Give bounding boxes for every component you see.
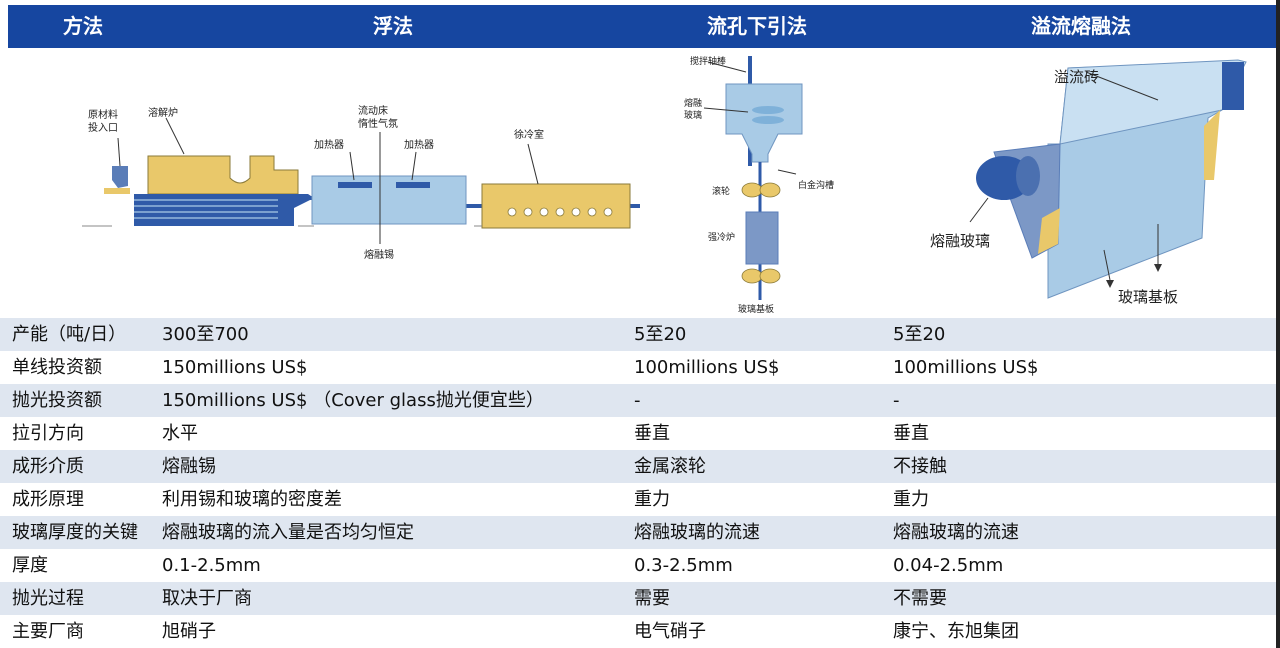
row-label: 拉引方向	[12, 423, 84, 444]
fusion-value: 0.04-2.5mm	[893, 555, 1004, 576]
row-label: 单线投资额	[12, 357, 102, 378]
fusion-value: 5至20	[893, 324, 946, 345]
cooling-label: 强冷炉	[708, 231, 735, 243]
table-row: 主要厂商 旭硝子 电气硝子 康宁、东旭集团	[0, 615, 1280, 648]
flow-bed-label-1: 流动床	[358, 104, 388, 117]
float-bath	[311, 175, 467, 225]
cooling-furnace	[745, 211, 779, 265]
melting-furnace	[147, 155, 299, 195]
roller-right	[759, 182, 781, 198]
downdraw-value: 电气硝子	[634, 621, 706, 642]
downdraw-value: -	[634, 390, 641, 411]
float-value: 水平	[162, 423, 198, 444]
table-row: 抛光过程 取决于厂商 需要 不需要	[0, 582, 1280, 615]
fusion-molten-glass-label: 熔融玻璃	[930, 232, 990, 250]
row-label: 成形介质	[12, 456, 84, 477]
table-row: 成形介质 熔融锡 金属滚轮 不接触	[0, 450, 1280, 483]
float-value: 150millions US$ （Cover glass抛光便宜些）	[162, 390, 544, 411]
float-value: 熔融玻璃的流入量是否均匀恒定	[162, 522, 414, 543]
downdraw-value: 重力	[634, 489, 670, 510]
annealing-label: 徐冷室	[514, 128, 544, 141]
float-value: 150millions US$	[162, 357, 308, 378]
row-label: 厚度	[12, 555, 48, 576]
brick-end	[1222, 62, 1244, 110]
table-row: 产能（吨/日） 300至700 5至20 5至20	[0, 318, 1280, 351]
annealing-lehr	[481, 183, 631, 229]
float-value: 旭硝子	[162, 621, 216, 642]
hopper-base	[104, 188, 130, 194]
downdraw-substrate-label: 玻璃基板	[738, 303, 774, 315]
float-value: 300至700	[162, 324, 249, 345]
heater-right	[396, 182, 430, 188]
fusion-value: 垂直	[893, 423, 929, 444]
raw-inlet-label-2: 投入口	[88, 121, 118, 134]
overflow-brick-label: 溢流砖	[1054, 68, 1099, 86]
downdraw-process-diagram: 搅拌轴棒 熔融 玻璃 白金沟槽 滚轮 强冷炉 玻璃基板	[684, 55, 834, 315]
header-fusion: 溢流熔融法	[1031, 14, 1131, 38]
header-float: 浮法	[373, 14, 413, 38]
float-value: 取决于厂商	[162, 588, 252, 609]
fusion-value: 重力	[893, 489, 929, 510]
fusion-value: 康宁、东旭集团	[893, 621, 1019, 642]
fusion-value: 熔融玻璃的流速	[893, 522, 1019, 543]
table-row: 成形原理 利用锡和玻璃的密度差 重力 重力	[0, 483, 1280, 516]
table-row: 拉引方向 水平 垂直 垂直	[0, 417, 1280, 450]
float-value: 熔融锡	[162, 456, 216, 477]
table-header	[8, 5, 1276, 48]
heater-left-label: 加热器	[314, 138, 344, 151]
downdraw-value: 金属滚轮	[634, 456, 706, 477]
header-downdraw: 流孔下引法	[707, 14, 807, 38]
raw-inlet-label-1: 原材料	[88, 108, 118, 121]
melting-furnace-label: 溶解炉	[148, 106, 178, 119]
row-label: 抛光投资额	[12, 390, 102, 411]
fusion-substrate-label: 玻璃基板	[1118, 288, 1178, 306]
right-border	[1276, 0, 1280, 648]
roller-label: 滚轮	[712, 185, 730, 197]
stir-rod-label: 搅拌轴棒	[690, 55, 726, 67]
float-process-diagram: 原材料 投入口 溶解炉	[82, 104, 640, 261]
row-label: 抛光过程	[12, 588, 84, 609]
molten-glass-label-1: 熔融	[684, 97, 702, 109]
molten-glass-label-2: 玻璃	[684, 109, 702, 121]
fusion-value: 不需要	[893, 588, 947, 609]
float-value: 0.1-2.5mm	[162, 555, 261, 576]
row-label: 成形原理	[12, 489, 84, 510]
heater-left	[338, 182, 372, 188]
table-row: 玻璃厚度的关键 熔融玻璃的流入量是否均匀恒定 熔融玻璃的流速 熔融玻璃的流速	[0, 516, 1280, 549]
molten-tin-label: 熔融锡	[364, 248, 394, 261]
table-row: 单线投资额 150millions US$ 100millions US$ 10…	[0, 351, 1280, 384]
downdraw-value: 熔融玻璃的流速	[634, 522, 760, 543]
fusion-value: 不接触	[893, 456, 947, 477]
heater-right-label: 加热器	[404, 138, 434, 151]
float-value: 利用锡和玻璃的密度差	[162, 489, 342, 510]
glass-melt	[134, 194, 294, 226]
downdraw-value: 需要	[634, 588, 670, 609]
table-row: 抛光投资额 150millions US$ （Cover glass抛光便宜些）…	[0, 384, 1280, 417]
flow-bed-label-2: 惰性气氛	[358, 117, 398, 130]
roller-left	[741, 182, 763, 198]
header-method: 方法	[63, 14, 103, 38]
row-label: 玻璃厚度的关键	[12, 522, 138, 543]
table-row: 厚度 0.1-2.5mm 0.3-2.5mm 0.04-2.5mm	[0, 549, 1280, 582]
downdraw-value: 5至20	[634, 324, 687, 345]
downdraw-value: 100millions US$	[634, 357, 780, 378]
downdraw-value: 垂直	[634, 423, 670, 444]
raw-material-hopper	[112, 166, 128, 188]
fusion-value: -	[893, 390, 900, 411]
downdraw-value: 0.3-2.5mm	[634, 555, 733, 576]
platinum-slot-label: 白金沟槽	[798, 179, 834, 191]
process-diagrams: 原材料 投入口 溶解炉	[8, 48, 1276, 318]
row-label: 产能（吨/日）	[12, 324, 127, 345]
fusion-value: 100millions US$	[893, 357, 1039, 378]
row-label: 主要厂商	[12, 621, 84, 642]
fusion-process-diagram: 溢流砖 熔融玻璃 玻璃基板	[930, 59, 1247, 306]
